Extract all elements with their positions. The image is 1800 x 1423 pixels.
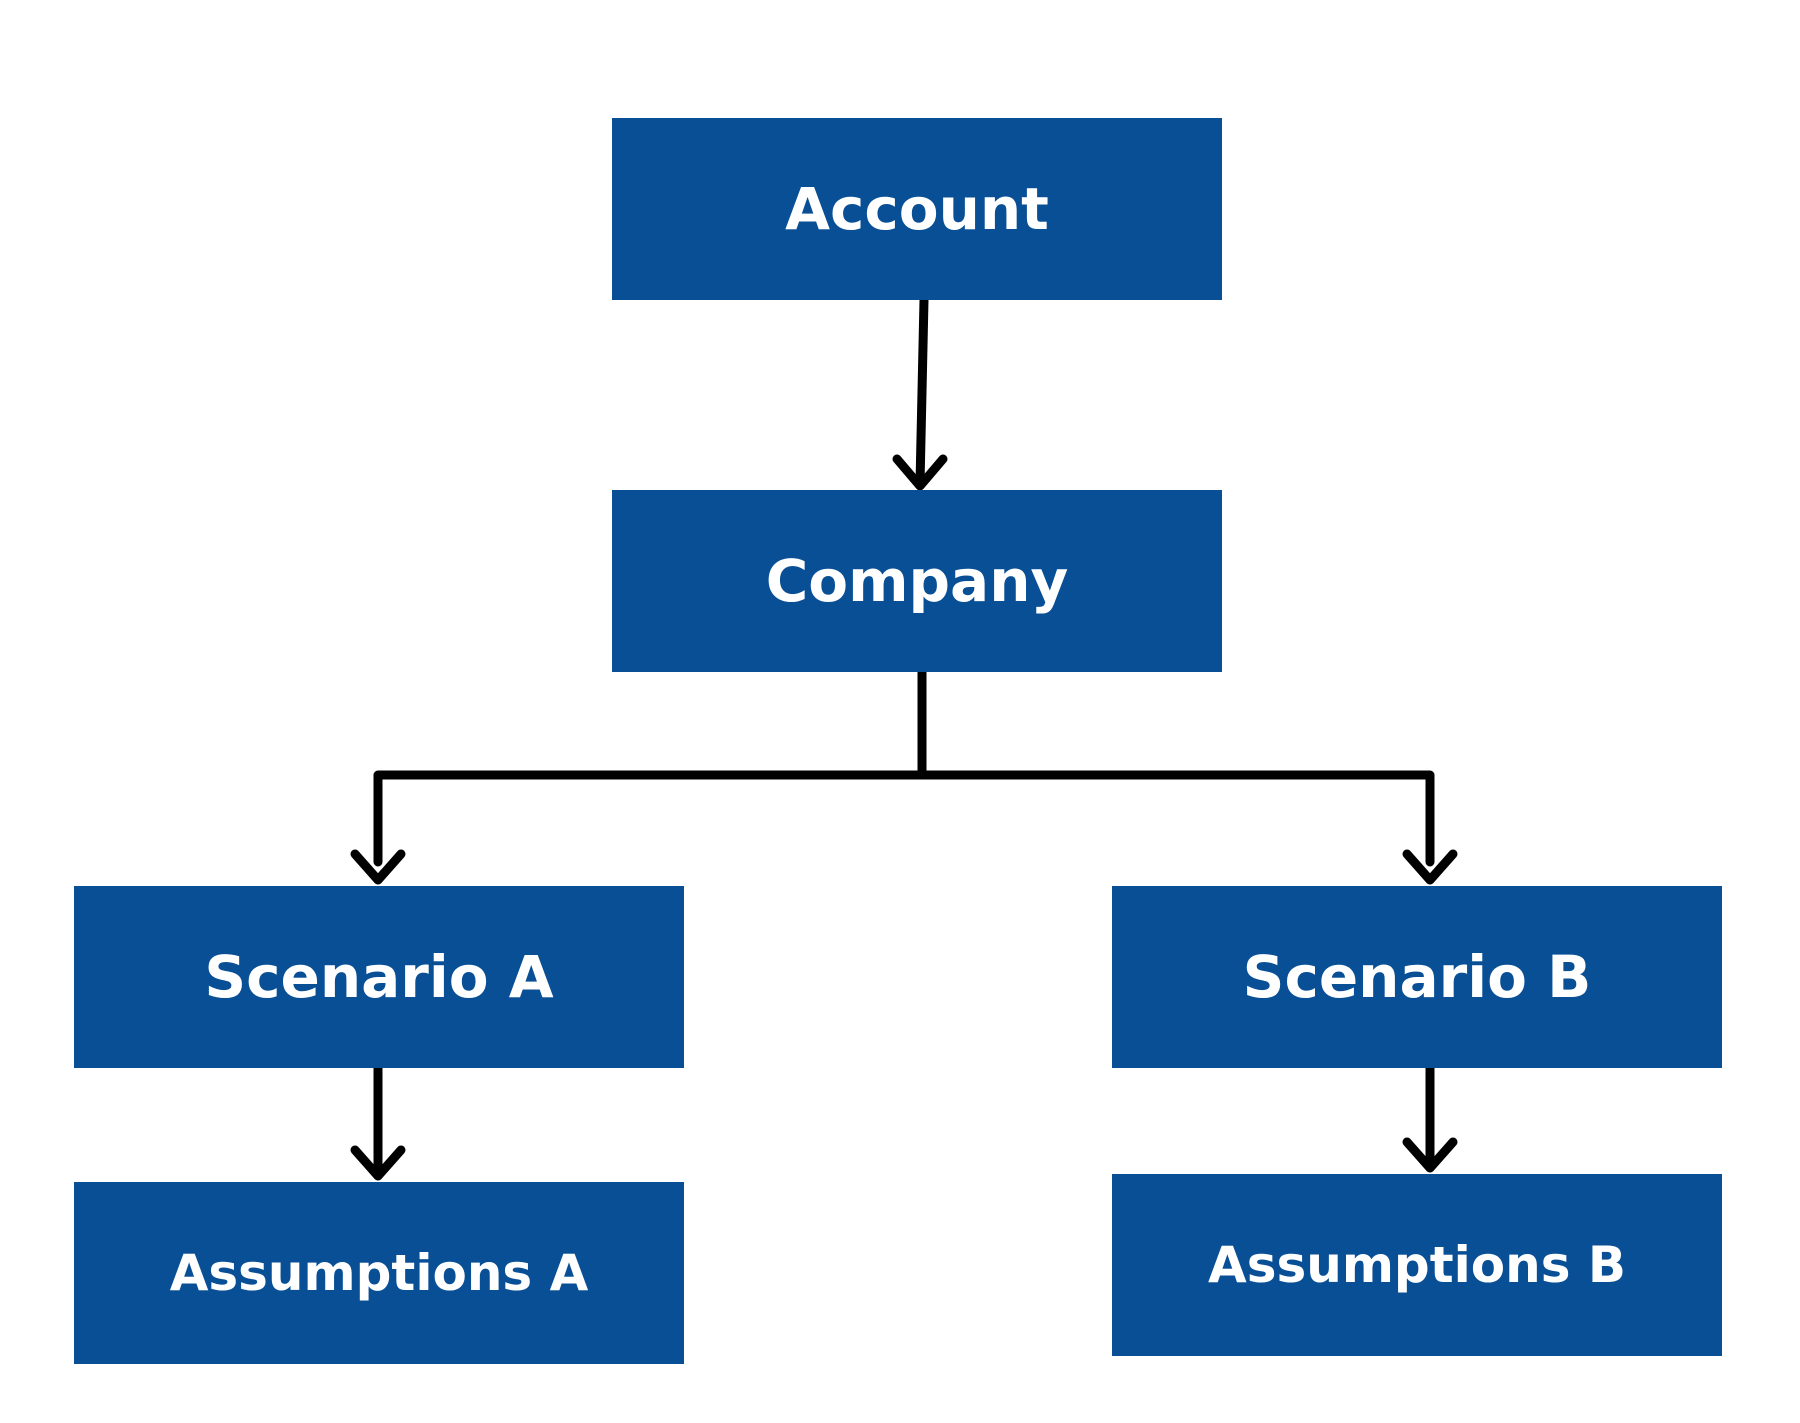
node-account: Account [612,118,1222,300]
connector-account-company [915,295,929,489]
connector-branch [373,770,1435,867]
arrowhead-scenario-a [350,849,406,885]
arrowhead-company [892,454,948,491]
node-account-label: Account [785,175,1049,243]
node-scenario-a: Scenario A [74,886,684,1068]
node-assumptions-b: Assumptions B [1112,1174,1722,1356]
node-assumptions-b-label: Assumptions B [1208,1236,1626,1294]
arrowhead-assumptions-a [350,1145,406,1181]
node-scenario-b: Scenario B [1112,886,1722,1068]
arrowhead-assumptions-b [1402,1137,1458,1173]
node-company: Company [612,490,1222,672]
node-company-label: Company [765,547,1069,615]
node-assumptions-a-label: Assumptions A [169,1244,589,1302]
node-scenario-a-label: Scenario A [204,943,554,1011]
node-assumptions-a: Assumptions A [74,1182,684,1364]
arrowhead-scenario-b [1402,849,1458,885]
node-scenario-b-label: Scenario B [1242,943,1592,1011]
